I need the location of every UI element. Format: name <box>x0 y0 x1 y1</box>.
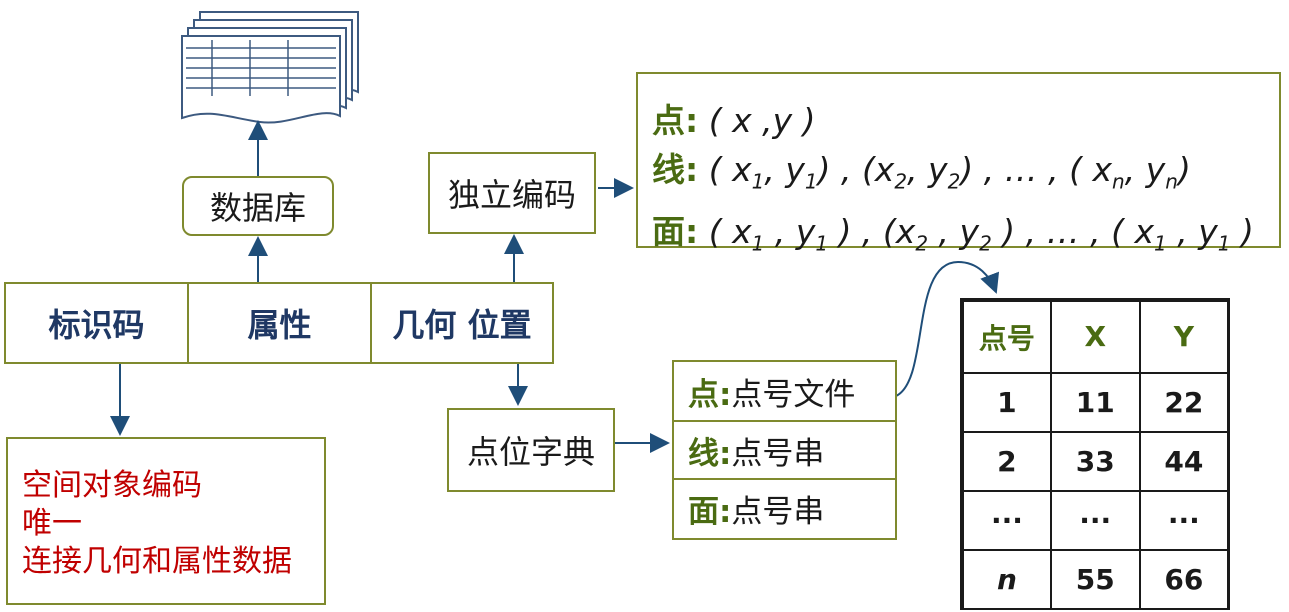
point-table: 点号 X Y 1 11 22 2 33 44 ··· ··· ··· n 55 … <box>960 298 1230 611</box>
point-dictionary-label: 点位字典 <box>466 433 595 471</box>
point-list-text: 点号串 <box>731 493 825 530</box>
id-note: 唯一 <box>22 506 82 541</box>
area-expr: ( x1 , y1 ) , (x2 , y2 ) , … , ( x1 , y1… <box>708 211 1254 256</box>
table-cell: 11 <box>1049 371 1141 433</box>
attribute-cell: 属性 <box>189 284 372 362</box>
database-label: 数据库 <box>209 189 306 227</box>
point-list-type: 面: <box>688 493 732 530</box>
id-code-cell: 标识码 <box>6 284 189 362</box>
area-label: 面: <box>652 211 699 251</box>
table-row: ··· ··· ··· <box>960 489 1230 551</box>
point-coord-row: 点: ( x ,y ) <box>652 96 1279 145</box>
point-list-box: 点: 点号文件 线: 点号串 面: 点号串 <box>672 360 897 540</box>
point-list-type: 点: <box>688 376 732 413</box>
table-cell: 44 <box>1138 430 1230 492</box>
coordinate-format-box: 点: ( x ,y ) 线: ( x1, y1) , (x2, y2) , … … <box>636 72 1281 255</box>
table-row: n 55 66 <box>960 548 1230 611</box>
table-header: 点号 <box>960 298 1052 374</box>
point-label: 点: <box>652 101 699 140</box>
table-row: 1 11 22 <box>960 371 1230 433</box>
point-list-type: 线: <box>688 435 732 472</box>
point-dictionary-box: 点位字典 <box>447 408 615 492</box>
table-cell: 33 <box>1049 430 1141 492</box>
id-note: 空间对象编码 <box>22 468 202 503</box>
point-list-item: 点: 点号文件 <box>674 362 895 420</box>
area-coord-row: 面: ( x1 , y1 ) , (x2 , y2 ) , … , ( x1 ,… <box>652 207 1279 269</box>
id-notes-box: 空间对象编码 唯一 连接几何和属性数据 <box>6 437 326 605</box>
point-list-item: 面: 点号串 <box>674 478 895 536</box>
table-header-row: 点号 X Y <box>960 298 1230 374</box>
point-list-text: 点号串 <box>731 435 825 472</box>
geometry-cell: 几何 位置 <box>392 306 532 344</box>
independent-coding-label: 独立编码 <box>447 176 576 214</box>
table-row: 2 33 44 <box>960 430 1230 492</box>
point-list-text: 点号文件 <box>731 376 856 413</box>
point-list-item: 线: 点号串 <box>674 420 895 478</box>
id-note: 连接几何和属性数据 <box>22 544 292 579</box>
table-header: X <box>1049 298 1141 374</box>
database-box: 数据库 <box>182 176 334 236</box>
table-cell: 55 <box>1049 548 1141 611</box>
table-cell: ··· <box>1049 489 1141 551</box>
table-cell: ··· <box>1138 489 1230 551</box>
table-cell: 2 <box>960 430 1052 492</box>
table-header: Y <box>1138 298 1230 374</box>
point-expr: ( x ,y ) <box>708 101 816 140</box>
line-expr: ( x1, y1) , (x2, y2) , … , ( xn, yn) <box>708 150 1191 194</box>
record-structure: 标识码 属性 几何 位置 <box>4 282 554 364</box>
database-stack-icon <box>181 11 359 124</box>
line-label: 线: <box>652 150 699 189</box>
independent-coding-box: 独立编码 <box>428 152 596 234</box>
table-cell: n <box>960 548 1052 611</box>
table-cell: 66 <box>1138 548 1230 611</box>
line-coord-row: 线: ( x1, y1) , (x2, y2) , … , ( xn, yn) <box>652 145 1279 207</box>
table-cell: 22 <box>1138 371 1230 433</box>
table-cell: ··· <box>960 489 1052 551</box>
table-cell: 1 <box>960 371 1052 433</box>
